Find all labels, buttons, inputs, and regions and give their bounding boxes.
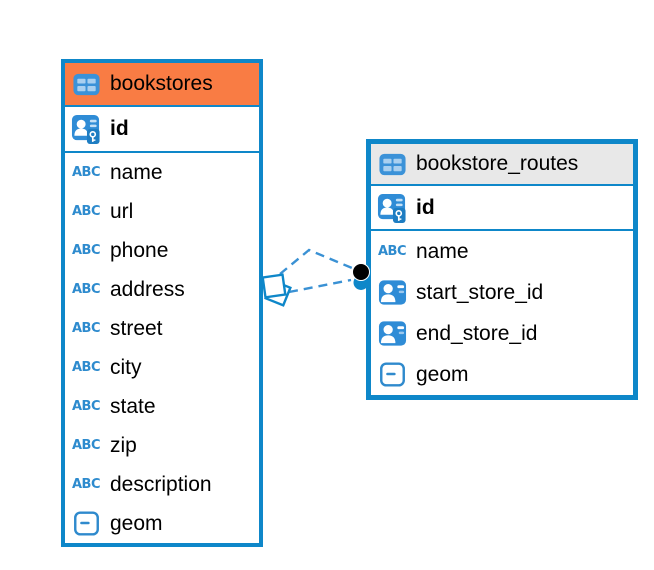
column-row[interactable]: ABC state bbox=[65, 387, 259, 426]
primary-key-icon bbox=[70, 113, 102, 145]
geometry-type-icon bbox=[70, 510, 102, 537]
column-name: geom bbox=[110, 511, 163, 535]
column-row[interactable]: start_store_id bbox=[371, 272, 633, 313]
table-title: bookstores bbox=[110, 72, 213, 95]
column-row[interactable]: ABC zip bbox=[65, 426, 259, 465]
many-end-diamond-marker[interactable] bbox=[261, 273, 292, 307]
table-header[interactable]: bookstore_routes bbox=[371, 144, 633, 186]
column-name: zip bbox=[110, 433, 137, 457]
text-type-icon: ABC bbox=[377, 244, 407, 259]
relationship-line[interactable] bbox=[279, 248, 353, 275]
column-row[interactable]: ABC city bbox=[65, 348, 259, 387]
text-type-icon: ABC bbox=[71, 399, 101, 414]
primary-key-row[interactable]: id bbox=[65, 107, 259, 153]
column-row[interactable]: ABC url bbox=[65, 192, 259, 231]
column-name: phone bbox=[110, 238, 169, 262]
one-end-dot-marker[interactable] bbox=[352, 263, 370, 291]
text-type-icon: ABC bbox=[71, 477, 101, 492]
column-row[interactable]: ABC name bbox=[65, 153, 259, 192]
column-row[interactable]: ABC name bbox=[371, 231, 633, 272]
text-type-icon: ABC bbox=[71, 243, 101, 258]
column-name: address bbox=[110, 277, 185, 301]
foreign-key-icon bbox=[376, 278, 408, 307]
table-bookstore-routes[interactable]: bookstore_routes id ABC name bbox=[366, 139, 638, 400]
table-icon bbox=[376, 150, 408, 179]
column-name: end_store_id bbox=[416, 321, 538, 345]
geometry-type-icon bbox=[376, 361, 408, 388]
column-name: state bbox=[110, 394, 156, 418]
foreign-key-icon bbox=[376, 319, 408, 348]
primary-key-icon bbox=[376, 192, 408, 224]
column-row[interactable]: ABC street bbox=[65, 309, 259, 348]
column-name: name bbox=[110, 160, 163, 184]
primary-key-name: id bbox=[416, 195, 435, 219]
column-row[interactable]: ABC address bbox=[65, 270, 259, 309]
text-type-icon: ABC bbox=[71, 360, 101, 375]
column-name: city bbox=[110, 355, 142, 379]
text-type-icon: ABC bbox=[71, 204, 101, 219]
text-type-icon: ABC bbox=[71, 165, 101, 180]
column-name: geom bbox=[416, 362, 469, 386]
primary-key-name: id bbox=[110, 117, 129, 140]
table-bookstores[interactable]: bookstores id ABC name bbox=[61, 59, 263, 547]
column-row[interactable]: geom bbox=[65, 504, 259, 543]
table-title: bookstore_routes bbox=[416, 152, 579, 175]
column-name: start_store_id bbox=[416, 280, 544, 304]
column-name: description bbox=[110, 472, 212, 496]
column-name: street bbox=[110, 316, 163, 340]
column-name: url bbox=[110, 199, 134, 223]
table-header[interactable]: bookstores bbox=[65, 63, 259, 107]
text-type-icon: ABC bbox=[71, 321, 101, 336]
table-icon bbox=[70, 70, 102, 99]
text-type-icon: ABC bbox=[71, 282, 101, 297]
column-name: name bbox=[416, 239, 469, 263]
relationship-line[interactable] bbox=[288, 278, 352, 294]
column-row[interactable]: geom bbox=[371, 354, 633, 395]
column-row[interactable]: end_store_id bbox=[371, 313, 633, 354]
column-row[interactable]: ABC phone bbox=[65, 231, 259, 270]
column-row[interactable]: ABC description bbox=[65, 465, 259, 504]
text-type-icon: ABC bbox=[71, 438, 101, 453]
primary-key-row[interactable]: id bbox=[371, 186, 633, 231]
